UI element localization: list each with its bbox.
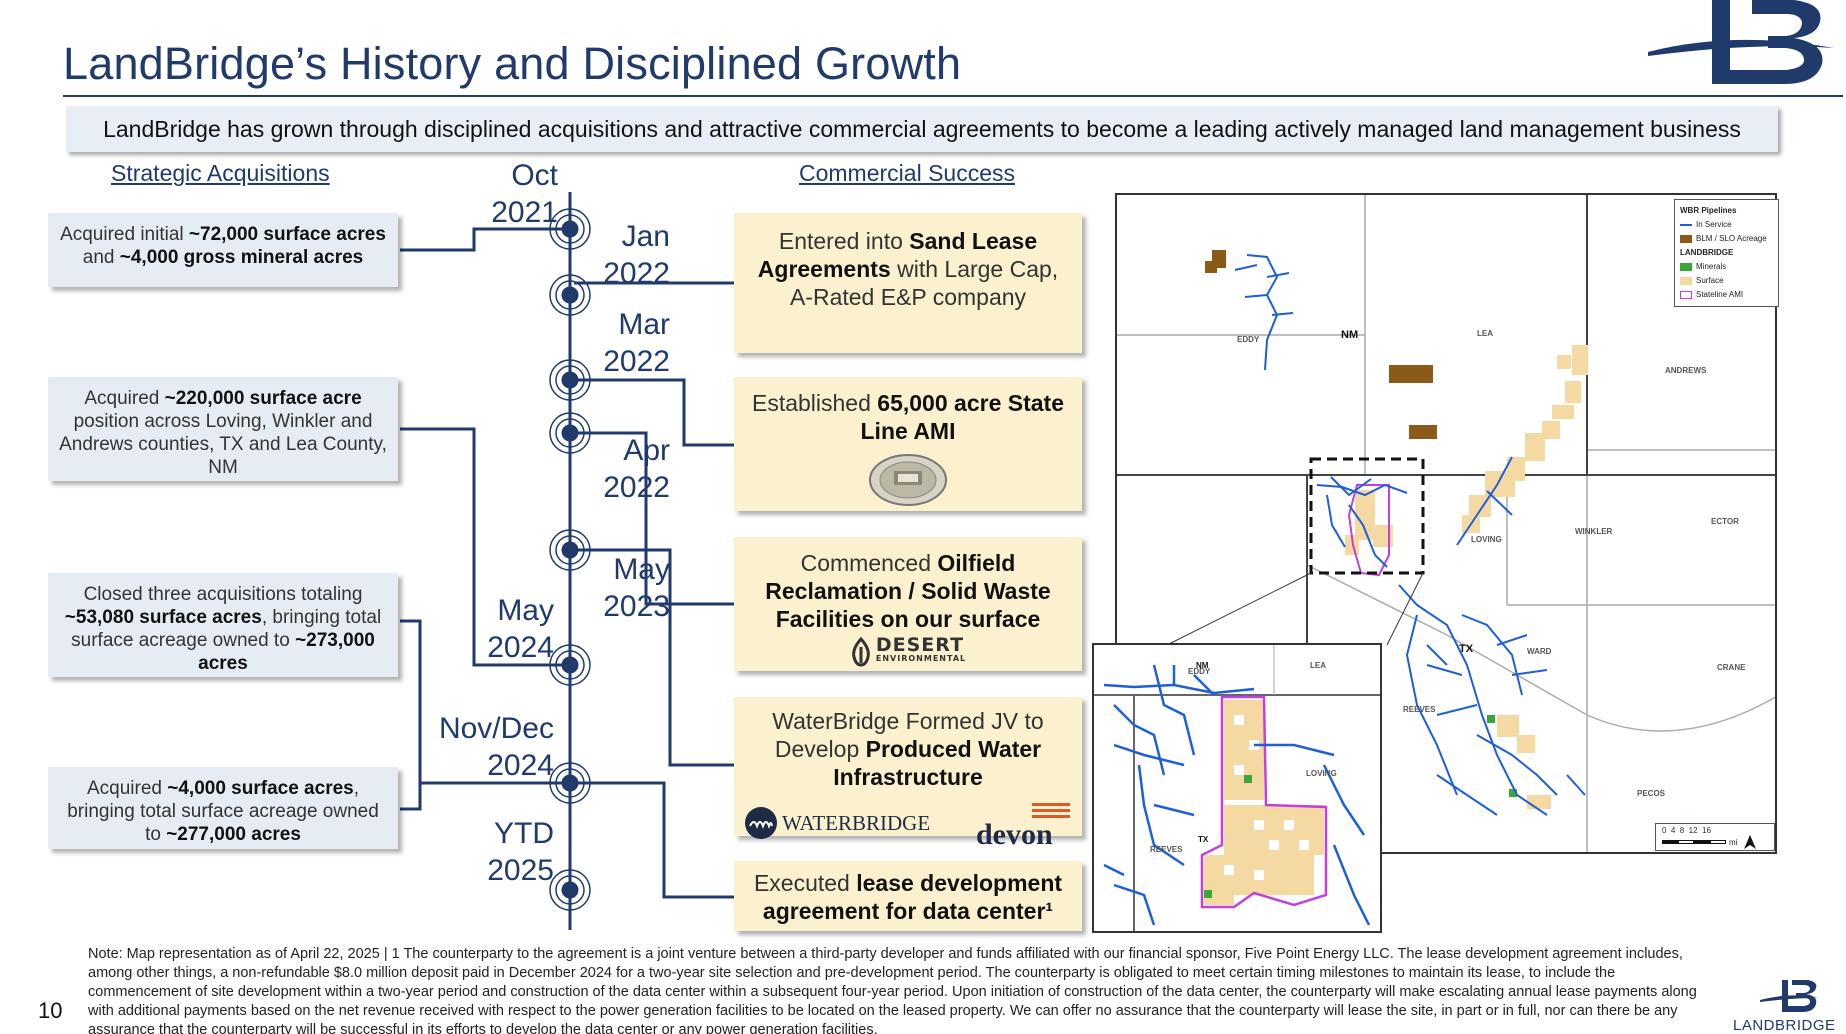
map-label-nm: NM [1341,329,1359,341]
inset-map: NM LEA LOVING TX REEVES EDDY [1092,643,1382,933]
acquisition-card-3: Closed three acquisitions totaling ~53,0… [48,573,398,677]
node-jan-2022 [549,274,591,316]
acquisition-card-2: Acquired ~220,000 surface acre position … [48,377,398,481]
desert-environmental-logo: DESERT ENVIRONMENTAL [744,636,1072,667]
page-title: LandBridge’s History and Disciplined Gro… [63,38,962,89]
map-label-andrews: ANDREWS [1665,366,1707,375]
page-number: 10 [38,998,63,1023]
map-label-reeves: REEVES [1403,705,1436,714]
landbridge-logo-icon [1648,0,1834,84]
landbridge-footer-logo-icon [1760,980,1818,1012]
inset-label-eddy: EDDY [1188,667,1211,676]
acquisition-card-1: Acquired initial ~72,000 surface acres a… [48,213,398,287]
map-label-loving: LOVING [1471,535,1502,544]
strategic-acquisitions-heading: Strategic Acquisitions [111,160,330,186]
footnote: Note: Map representation as of April 22,… [88,946,1697,1034]
waterbridge-logo: WATERBRIDGE [744,806,930,840]
devon-logo: devon [976,803,1072,850]
node-may-2023 [549,529,591,571]
node-apr-2022 [549,412,591,454]
commercial-success-heading: Commercial Success [799,160,1015,186]
commercial-card-4: WaterBridge Formed JV to Develop Produce… [734,697,1082,850]
inset-map-canvas [1094,645,1380,931]
map-label-tx: TX [1459,643,1474,655]
commercial-card-3: Commenced Oilfield Reclamation / Solid W… [734,537,1082,671]
map-label-ward: WARD [1527,647,1552,656]
landbridge-wordmark: LANDBRIDGE [1733,1017,1836,1034]
node-novdec-2024 [549,762,591,804]
inset-label-tx: TX [1198,835,1209,844]
map-label-eddy: EDDY [1237,335,1260,344]
node-may-2024 [549,644,591,686]
node-oct-2021 [549,208,591,250]
map-label-lea: LEA [1477,329,1493,338]
waterbridge-emblem-icon [745,807,777,839]
inset-label-lea: LEA [1310,661,1326,670]
map-scale-bar: 0 4 8 12 16 mi [1655,823,1775,851]
commercial-card-2: Established 65,000 acre State Line AMI [734,377,1082,511]
desert-flame-icon [852,637,870,667]
summary-banner: LandBridge has grown through disciplined… [66,106,1778,152]
map-label-crane: CRANE [1717,663,1746,672]
map-label-ector: ECTOR [1711,517,1739,526]
north-arrow-icon [1744,835,1757,849]
commercial-card-1: Entered into Sand Lease Agreements with … [734,213,1082,353]
map-label-winkler: WINKLER [1575,527,1613,536]
map-legend: WBR Pipelines In Service BLM / SLO Acrea… [1674,199,1779,307]
acquisition-card-4: Acquired ~4,000 surface acres, bringing … [48,767,398,849]
state-seal-icon [869,454,947,506]
inset-label-reeves: REEVES [1150,845,1183,854]
node-mar-2022 [549,359,591,401]
commercial-card-5: Executed lease development agreement for… [734,861,1082,931]
map-label-pecos: PECOS [1637,789,1666,798]
map-canvas [1117,195,1775,852]
node-ytd-2025 [549,869,591,911]
title-divider [63,95,1843,97]
inset-label-loving: LOVING [1306,769,1337,778]
inset-label-nm: NM [1196,661,1209,670]
